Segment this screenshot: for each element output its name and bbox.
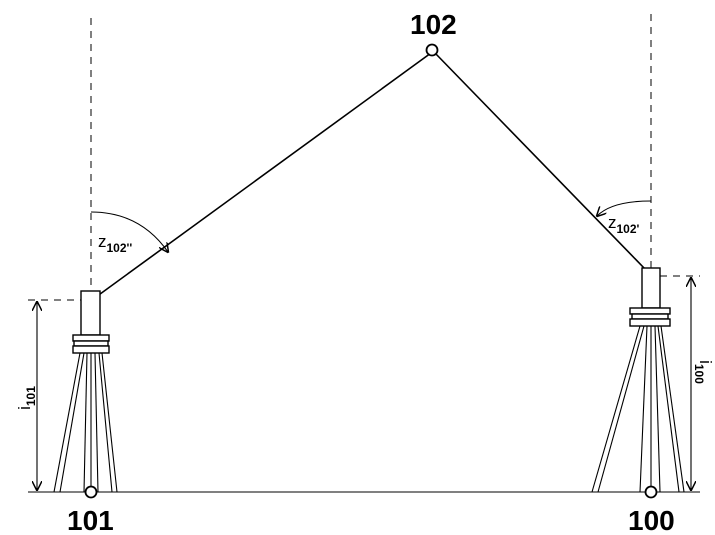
sight-line-left xyxy=(95,52,432,298)
point-100-label: 100 xyxy=(628,505,675,535)
point-101-marker xyxy=(84,485,98,499)
instrument-height-label-left: i101 xyxy=(15,386,38,410)
point-102-label: 102 xyxy=(410,9,457,40)
sight-line-right xyxy=(434,52,647,271)
point-102-marker xyxy=(425,43,439,57)
zenith-angle-arc-left xyxy=(90,211,168,252)
point-100-marker xyxy=(644,485,658,499)
instrument-100 xyxy=(591,267,700,493)
instrument-height-label-right: i100 xyxy=(692,360,715,384)
instrument-101 xyxy=(28,290,118,493)
point-101-label: 101 xyxy=(67,505,114,535)
zenith-angle-label-right: z102' xyxy=(608,213,640,236)
zenith-angle-arc-right xyxy=(597,200,652,216)
zenith-angle-label-left: z102'' xyxy=(98,232,132,255)
